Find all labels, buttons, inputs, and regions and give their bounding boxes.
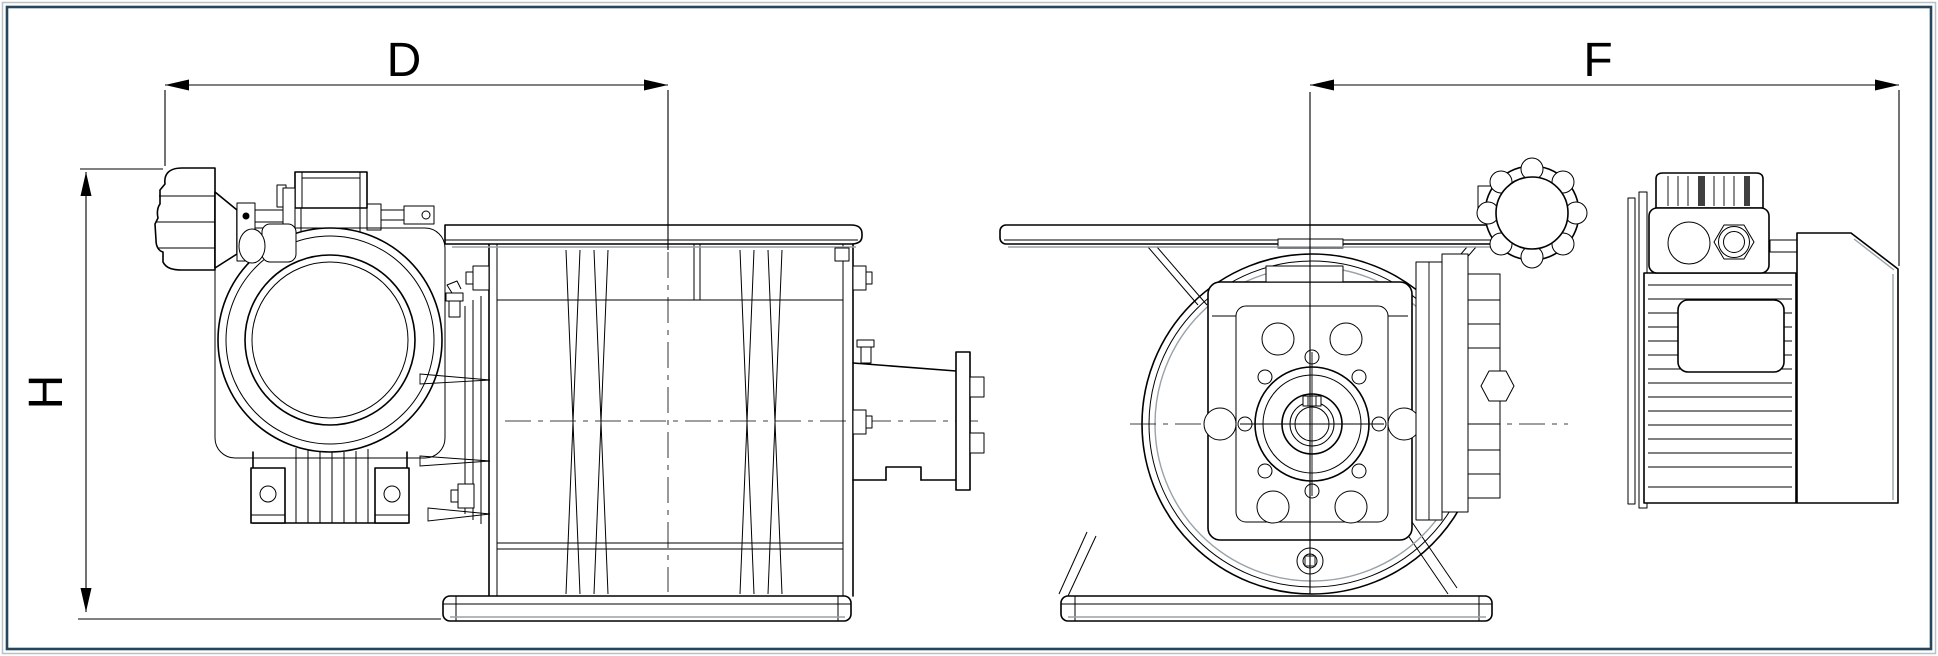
sheet-inner-frame [5, 5, 1933, 651]
gearbox-round-cover [217, 223, 464, 453]
arrowhead-icon [1310, 79, 1334, 91]
electric-motor [1627, 172, 1899, 509]
shaft-boss [261, 223, 297, 263]
motor-flange [1627, 197, 1636, 505]
arrowhead-icon [1875, 79, 1899, 91]
spout-flange [955, 351, 971, 491]
valve-housing-side [444, 224, 873, 597]
gearbox-fins [250, 448, 410, 524]
top-plate [444, 224, 863, 245]
dimension-H: H [20, 168, 441, 620]
arrowhead-icon [165, 79, 189, 91]
motor-nameplate [1677, 299, 1785, 373]
terminal-box-cap [1655, 172, 1764, 209]
oil-plug-icon [1480, 370, 1515, 402]
dimension-label-D: D [387, 34, 422, 87]
mounting-foot [374, 467, 410, 524]
grease-fitting-icon [445, 280, 464, 318]
torque-arm [381, 205, 435, 225]
terminal-box [1648, 207, 1770, 274]
dimension-F: F [1309, 34, 1900, 594]
dimension-D: D [164, 34, 669, 250]
top-plate-front [999, 224, 1541, 249]
vent-fitting-icon [860, 344, 872, 364]
bell-housing [1415, 253, 1515, 521]
outlet-spout [852, 339, 985, 491]
gearbox-mounting-flange [419, 296, 491, 524]
wall-bolts [450, 247, 873, 509]
arrowhead-icon [80, 172, 92, 196]
mounting-foot [250, 467, 286, 524]
fan-cover [1769, 232, 1899, 504]
base-plate-front [1060, 595, 1493, 622]
side-view [154, 167, 985, 622]
dimension-label-H: H [20, 375, 73, 410]
base-plate-side [442, 595, 852, 622]
knob-cone [214, 191, 238, 269]
arrowhead-icon [644, 79, 668, 91]
dimension-label-F: F [1583, 34, 1612, 87]
housing-legs [565, 249, 783, 595]
shaft-cap [238, 228, 266, 264]
handwheel-knob-front [1476, 157, 1588, 269]
arrowhead-icon [80, 588, 92, 612]
bolt-holes [1237, 349, 1387, 499]
front-view [999, 157, 1899, 622]
gearbox-front [1203, 265, 1421, 541]
